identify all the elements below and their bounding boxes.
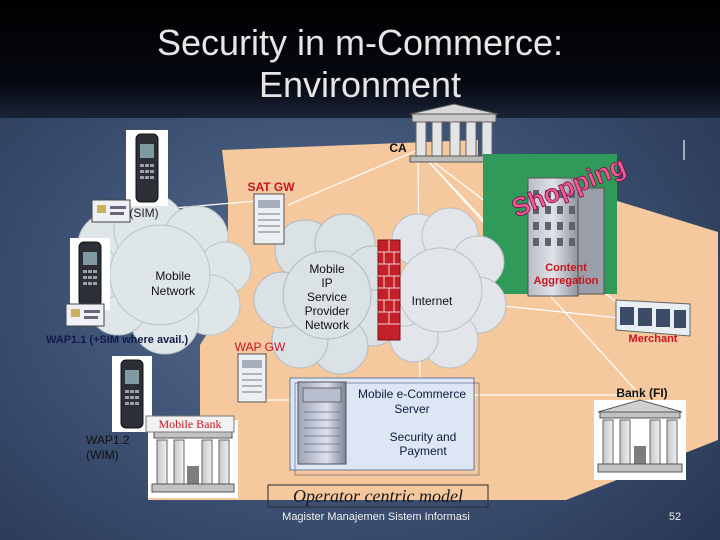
footer-caption: Magister Manajemen Sistem Informasi (282, 511, 470, 523)
internet-label: Internet (411, 294, 453, 308)
merchant-label: Merchant (628, 333, 678, 345)
storefront-icon (615, 299, 691, 337)
operator-model-box (267, 484, 489, 508)
bank-building-icon (594, 399, 686, 480)
mobile-bank-label: Mobile Bank (158, 417, 222, 431)
title-line-2: Environment (258, 64, 462, 105)
mobile-ip-label: Mobile IP Service Provider Network (304, 262, 350, 332)
line-ca-satgw (287, 149, 419, 206)
sim-label: (SIM) (129, 206, 159, 220)
wap-gw-server-icon (237, 353, 267, 403)
mobile-ecommerce-server-label: Mobile e-Commerce Server (357, 387, 467, 416)
ca-bank-building-icon (409, 103, 499, 163)
mobile-phone-icon (70, 238, 110, 310)
wap12-label: WAP1.2 (WIM) (86, 433, 130, 462)
smart-card-icon (91, 199, 131, 223)
content-aggregation-label: Content Aggregation (533, 262, 599, 287)
mobile-phone-icon (112, 356, 152, 432)
smart-card-icon (65, 303, 105, 327)
wap11-label: WAP1.1 (+SIM where avail.) (46, 334, 189, 346)
mobile-bank-box (145, 415, 235, 433)
slide-title: Security in m-Commerce: Environment (60, 22, 660, 106)
wap-gw-label: WAP GW (234, 340, 286, 354)
internet-cloud (377, 207, 507, 369)
title-line-1: Security in m-Commerce: (156, 22, 564, 63)
operator-model-label: Operator centric model (293, 486, 463, 506)
server-icon (297, 381, 347, 465)
firewall-icon (377, 239, 401, 341)
ca-label: CA (389, 141, 407, 155)
mobile-network-label: Mobile Network (150, 269, 195, 298)
mobile-network-cloud (71, 193, 252, 355)
office-tower-icon (483, 154, 617, 297)
security-payment-label: Security and Payment (389, 430, 457, 458)
page-number: 52 (668, 511, 682, 523)
mobile-phone-icon (126, 130, 168, 206)
title-band (0, 0, 720, 118)
sat-gw-label: SAT GW (247, 180, 295, 194)
sat-gw-server-icon (253, 193, 285, 245)
bank-fi-label: Bank (FI) (616, 386, 668, 400)
